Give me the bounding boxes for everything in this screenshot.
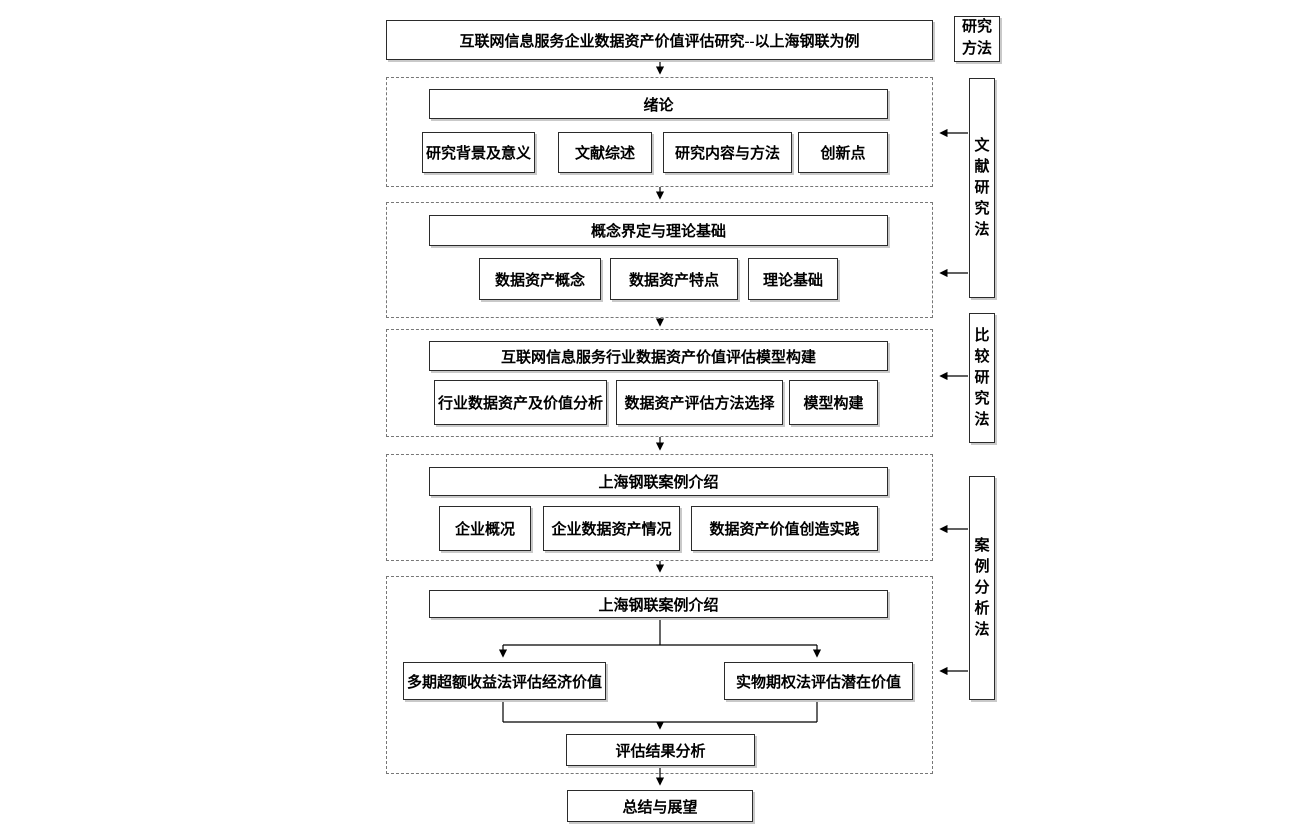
section-valuation: 上海钢联案例介绍 多期超额收益法评估经济价值 实物期权法评估潜在价值 评估结果分… [386,576,933,774]
branch-box-real-options: 实物期权法评估潜在价值 [724,662,913,700]
item-box: 行业数据资产及价值分析 [434,380,607,425]
section-concepts-theory: 概念界定与理论基础 数据资产概念 数据资产特点 理论基础 [386,202,933,318]
item-box: 创新点 [798,132,888,173]
section-model-construction: 互联网信息服务行业数据资产价值评估模型构建 行业数据资产及价值分析 数据资产评估… [386,329,933,437]
section-case-introduction: 上海钢联案例介绍 企业概况 企业数据资产情况 数据资产价值创造实践 [386,454,933,561]
section-header: 上海钢联案例介绍 [429,590,888,618]
item-box: 企业概况 [439,506,531,551]
legend-research-methods: 研究方法 [954,16,1000,62]
item-box: 研究内容与方法 [663,132,792,173]
item-box: 理论基础 [748,258,838,300]
item-box: 数据资产概念 [479,258,601,300]
method-label-text: 案例分析法 [974,537,990,638]
section-header: 互联网信息服务行业数据资产价值评估模型构建 [429,341,888,371]
method-label-text: 比较研究法 [974,327,990,428]
section-introduction: 绪论 研究背景及意义 文献综述 研究内容与方法 创新点 [386,77,933,187]
branch-box-excess-earnings: 多期超额收益法评估经济价值 [403,662,606,700]
item-box: 企业数据资产情况 [543,506,680,551]
section-header: 绪论 [429,89,888,119]
item-box: 数据资产特点 [610,258,738,300]
section-header: 概念界定与理论基础 [429,215,888,246]
item-box: 研究背景及意义 [422,132,535,173]
item-box: 数据资产价值创造实践 [691,506,878,551]
result-box: 评估结果分析 [566,734,755,766]
section-header: 上海钢联案例介绍 [429,467,888,496]
item-box: 数据资产评估方法选择 [616,380,783,425]
title-box: 互联网信息服务企业数据资产价值评估研究--以上海钢联为例 [386,20,933,60]
method-label-case-analysis: 案例分析法 [969,476,995,700]
method-label-text: 文献研究法 [974,137,990,238]
item-box: 文献综述 [558,132,652,173]
method-label-literature: 文献研究法 [969,78,995,298]
item-box: 模型构建 [789,380,878,425]
summary-outlook-box: 总结与展望 [567,790,753,822]
method-label-comparative: 比较研究法 [969,313,995,443]
